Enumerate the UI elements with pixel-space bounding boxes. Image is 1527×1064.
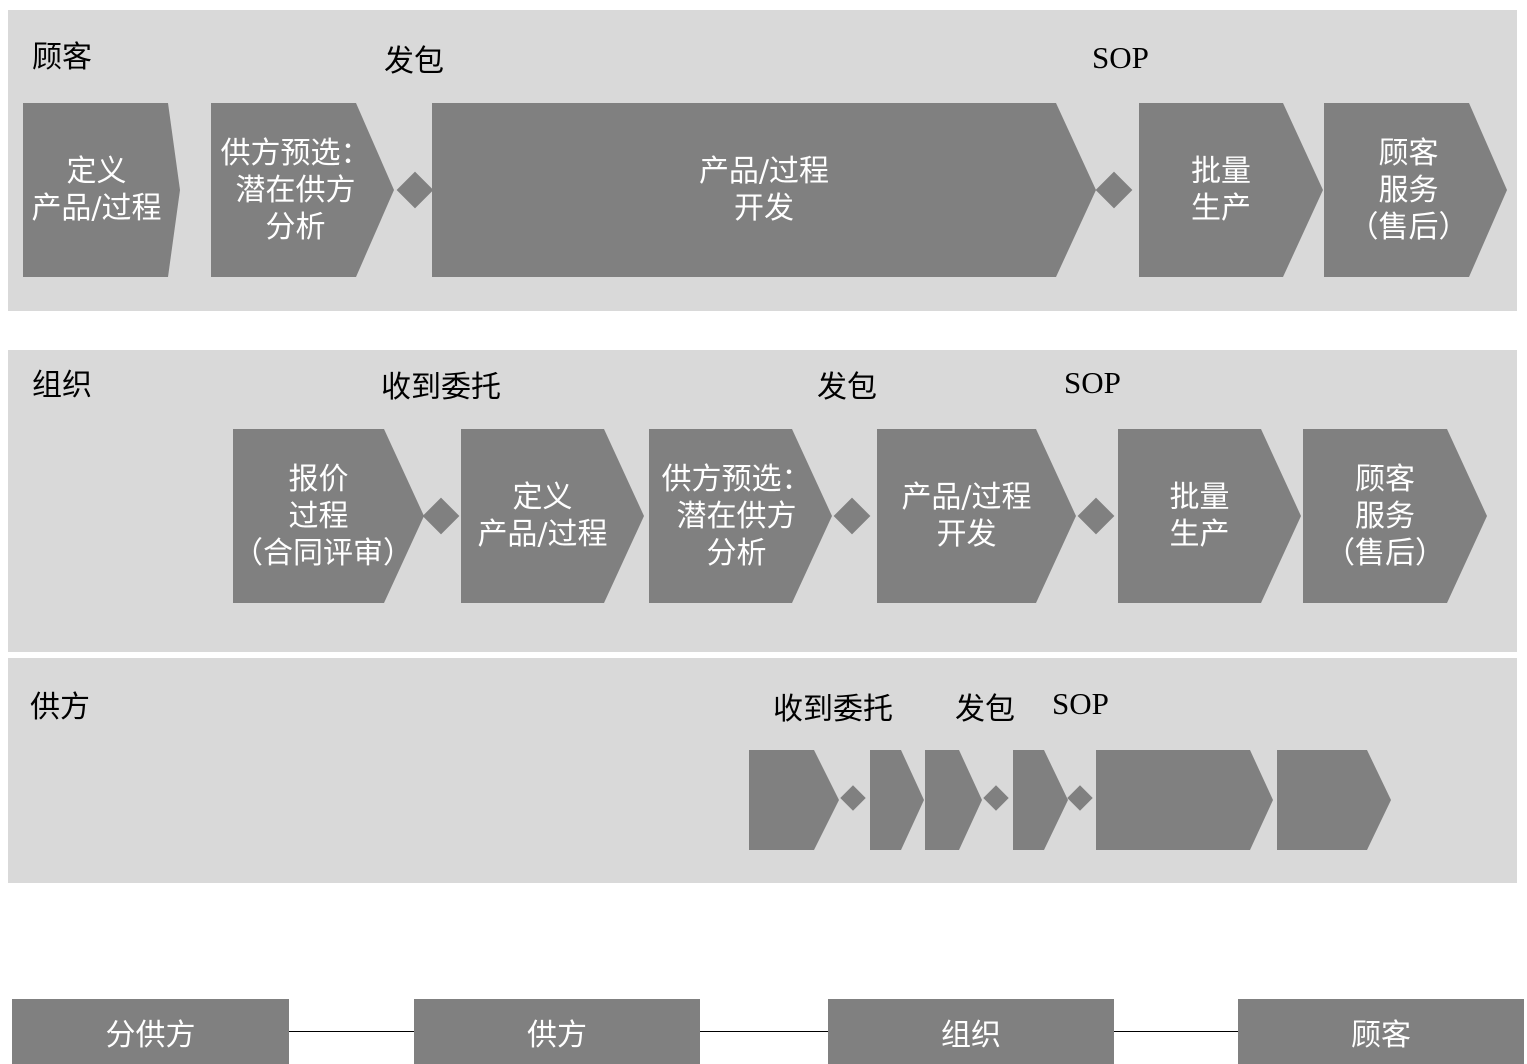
milestone-sop: SOP [1052, 686, 1109, 721]
step-supplier-preselection: 供方预选： 潜在供方 分析 [649, 429, 832, 603]
milestone-order-received: 收到委托 [381, 370, 501, 405]
step-supplier-preselection: 供方预选： 潜在供方 分析 [211, 103, 394, 277]
step-chevron [1096, 750, 1273, 850]
chain-connector [1114, 1031, 1238, 1032]
milestone-award: 发包 [955, 692, 1015, 727]
supplier-lane-label: 供方 [30, 690, 90, 725]
step-customer-service: 顾客 服务 （售后） [1324, 103, 1507, 277]
stakeholder-supplier: 供方 [414, 999, 700, 1064]
chain-connector [289, 1031, 414, 1032]
step-quotation-process: 报价 过程 （合同评审） [233, 429, 424, 603]
step-product-process-development: 产品/过程 开发 [877, 429, 1076, 603]
step-product-process-development: 产品/过程 开发 [432, 103, 1096, 277]
step-mass-production: 批量 生产 [1118, 429, 1301, 603]
step-chevron [1277, 750, 1391, 850]
milestone-order-received: 收到委托 [773, 692, 893, 727]
milestone-award: 发包 [817, 370, 877, 405]
organization-lane-label: 组织 [32, 368, 92, 403]
milestone-award: 发包 [384, 44, 444, 79]
stakeholder-organization: 组织 [828, 999, 1114, 1064]
customer-lane-label: 顾客 [32, 40, 92, 75]
chain-connector [700, 1031, 828, 1032]
step-mass-production: 批量 生产 [1139, 103, 1323, 277]
milestone-sop: SOP [1064, 365, 1121, 400]
stakeholder-customer: 顾客 [1238, 999, 1524, 1064]
step-define-product-process: 定义 产品/过程 [23, 103, 180, 277]
stakeholder-sub-supplier: 分供方 [12, 999, 289, 1064]
step-define-product-process: 定义 产品/过程 [461, 429, 644, 603]
milestone-sop: SOP [1092, 40, 1149, 75]
step-customer-service: 顾客 服务 （售后） [1303, 429, 1487, 603]
